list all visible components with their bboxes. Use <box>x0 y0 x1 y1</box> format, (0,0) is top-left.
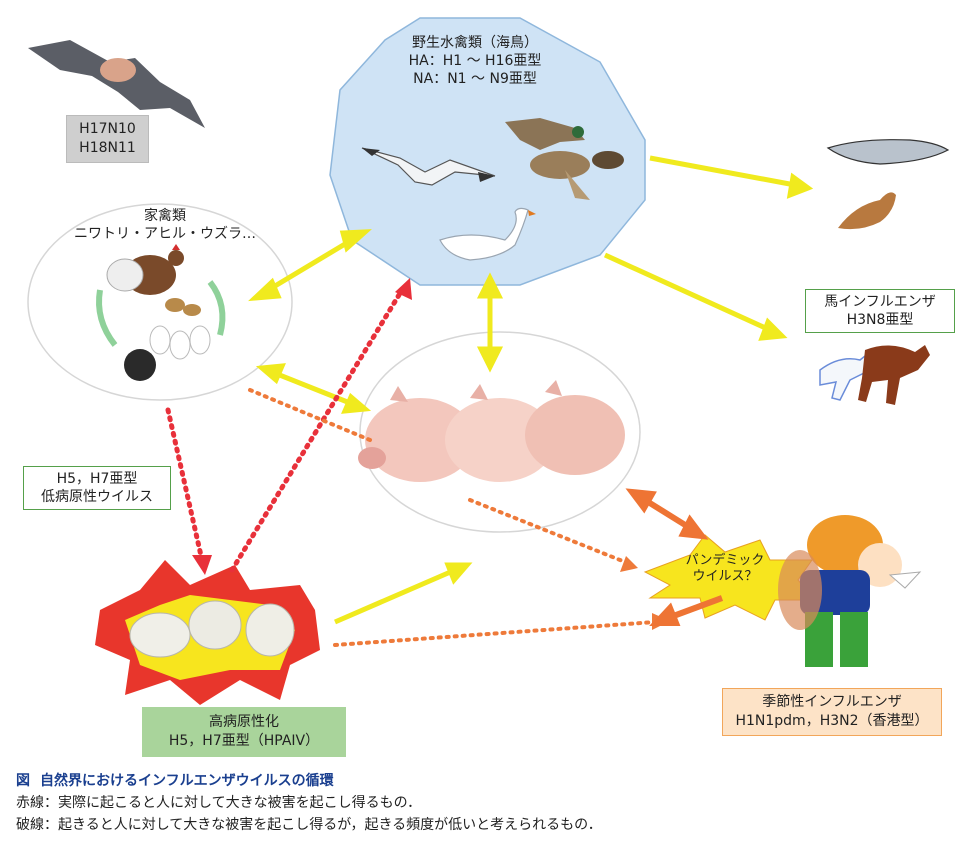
duck-icon <box>505 118 624 200</box>
wild-waterfowl-label: 野生水禽類（海鳥） HA：H1 ～ H16亜型 NA：N1 ～ N9亜型 <box>408 35 542 87</box>
sneezing-person-icon <box>778 515 922 667</box>
bat-subtype-box: H17N10 H18N11 <box>66 115 149 163</box>
caption-note-red: 赤線：実際に起こると人に対して大きな被害を起こし得るもの． <box>16 795 422 811</box>
pig-region <box>359 331 641 533</box>
poultry-label: 家禽類 ニワトリ・アヒル・ウズラ… <box>74 208 256 242</box>
chicken-icon <box>96 244 226 381</box>
poultry-region <box>27 203 293 401</box>
lpai-box: H5，H7亜型 低病原性ウイルス <box>23 466 171 510</box>
bat-icon <box>28 40 205 128</box>
wild-waterfowl-region <box>329 17 646 286</box>
horse-icon <box>819 345 930 405</box>
dead-chicken-icon <box>129 600 295 658</box>
caption-note-dotted: 破線：起きると人に対して大きな被害を起こし得るが，起きる頻度が低いと考えられるも… <box>16 817 602 833</box>
red-arrowhead <box>395 278 412 300</box>
orange-solid-arrows <box>625 488 724 626</box>
hpai-box: 高病原性化 H5，H7亜型（HPAIV） <box>142 707 346 757</box>
orange-arrowhead <box>620 556 638 572</box>
seal-icon <box>838 192 896 230</box>
red-dotted-arrows <box>165 287 405 573</box>
figure-caption: 図自然界におけるインフルエンザウイルスの循環 赤線：実際に起こると人に対して大き… <box>16 770 602 836</box>
solid-arrows <box>248 155 814 625</box>
red-arrowhead <box>192 555 212 575</box>
orange-dotted-arrows <box>248 388 657 647</box>
seasonal-flu-box: 季節性インフルエンザ H1N1pdm，H3N2（香港型） <box>722 688 942 736</box>
horse-flu-box: 馬インフルエンザ H3N8亜型 <box>805 289 955 333</box>
swan-icon <box>439 207 536 261</box>
pandemic-label: パンデミック ウイルス？ <box>685 553 765 584</box>
pig-icon <box>358 380 625 482</box>
seagull-icon <box>361 147 496 186</box>
caption-title: 図自然界におけるインフルエンザウイルスの循環 <box>16 773 334 789</box>
whale-icon <box>826 139 950 165</box>
